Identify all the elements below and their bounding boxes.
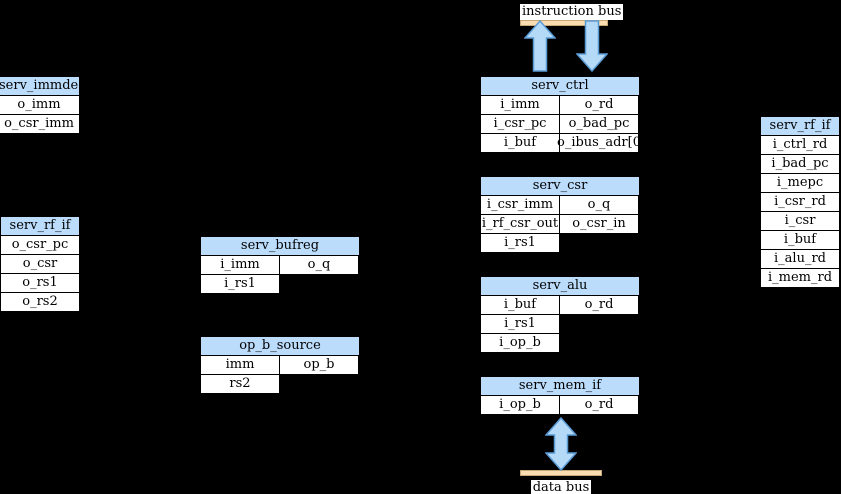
port-row: o_csr_imm: [0, 114, 80, 134]
output-port-serv-ctrl-2[interactable]: o_ibus_adr[0]: [557, 133, 646, 153]
module-title-serv-mem-if: serv_mem_if: [480, 376, 640, 396]
input-port-serv-csr-0[interactable]: i_csr_imm: [480, 195, 560, 215]
port-row: rs2: [200, 374, 360, 394]
bus-label-data-bus: data bus: [530, 480, 592, 494]
port-row: i_op_b: [480, 333, 640, 353]
module-title-serv-alu: serv_alu: [480, 276, 640, 296]
output-port-serv-bufreg-0[interactable]: o_q: [279, 255, 359, 275]
port-row: i_mepc: [760, 173, 840, 193]
port-cell-empty: [279, 274, 359, 294]
port-row: o_rs2: [0, 292, 80, 312]
port-cell-empty: [279, 374, 359, 394]
input-port-serv-alu-1[interactable]: i_rs1: [480, 314, 560, 334]
output-port-serv-ctrl-0[interactable]: o_rd: [559, 95, 639, 115]
input-port-serv-immdec-1[interactable]: o_csr_imm: [0, 114, 80, 134]
input-port-serv-rf-if-right-5[interactable]: i_buf: [760, 230, 840, 250]
port-cell-empty: [559, 333, 639, 353]
input-port-serv-rf-if-left-3[interactable]: o_rs2: [0, 292, 80, 312]
input-port-serv-ctrl-1[interactable]: i_csr_pc: [480, 114, 560, 134]
input-port-serv-rf-if-right-6[interactable]: i_alu_rd: [760, 249, 840, 269]
bus-label-wrap: data bus: [520, 476, 602, 494]
input-port-serv-ctrl-2[interactable]: i_buf: [480, 133, 560, 153]
module-title-serv-ctrl: serv_ctrl: [480, 76, 640, 96]
module-title-serv-bufreg: serv_bufreg: [200, 236, 360, 256]
output-port-serv-alu-0[interactable]: o_rd: [559, 295, 639, 315]
module-title-serv-csr: serv_csr: [480, 176, 640, 196]
input-port-serv-rf-if-right-0[interactable]: i_ctrl_rd: [760, 135, 840, 155]
module-title-serv-rf-if-right: serv_rf_if: [760, 116, 840, 136]
port-row: i_rs1: [480, 314, 640, 334]
output-port-op-b-source-0[interactable]: op_b: [279, 355, 359, 375]
input-port-serv-rf-if-left-1[interactable]: o_csr: [0, 254, 80, 274]
port-row: o_imm: [0, 95, 80, 115]
output-port-serv-mem-if-0[interactable]: o_rd: [559, 395, 639, 415]
port-row: i_ctrl_rd: [760, 135, 840, 155]
bus-bar-instruction-bus: [520, 20, 608, 26]
input-port-serv-ctrl-0[interactable]: i_imm: [480, 95, 560, 115]
module-title-serv-immdec: serv_immdec: [0, 76, 80, 96]
output-port-serv-ctrl-1[interactable]: o_bad_pc: [559, 114, 639, 134]
bus-label-instruction-bus: instruction bus: [520, 4, 624, 20]
port-row: i_rs1: [200, 274, 360, 294]
input-port-op-b-source-0[interactable]: imm: [200, 355, 280, 375]
bus-instruction-bus[interactable]: instruction bus: [520, 0, 624, 26]
port-row: i_csr_rd: [760, 192, 840, 212]
input-port-serv-csr-1[interactable]: i_rf_csr_out: [480, 214, 560, 234]
port-cell-empty: [559, 233, 639, 253]
input-port-serv-rf-if-right-2[interactable]: i_mepc: [760, 173, 840, 193]
data-bus-bidirectional-arrow: [545, 417, 577, 471]
bus-label-wrap: instruction bus: [520, 0, 624, 20]
input-port-serv-csr-2[interactable]: i_rs1: [480, 233, 560, 253]
port-row: o_csr_pc: [0, 235, 80, 255]
port-row: i_bad_pc: [760, 154, 840, 174]
instruction-bus-fetch-arrow: [576, 20, 608, 72]
port-row: i_mem_rd: [760, 268, 840, 288]
output-port-serv-csr-1[interactable]: o_csr_in: [559, 214, 639, 234]
input-port-serv-alu-2[interactable]: i_op_b: [480, 333, 560, 353]
input-port-op-b-source-1[interactable]: rs2: [200, 374, 280, 394]
port-row: i_rs1: [480, 233, 640, 253]
input-port-serv-rf-if-right-1[interactable]: i_bad_pc: [760, 154, 840, 174]
input-port-serv-immdec-0[interactable]: o_imm: [0, 95, 80, 115]
port-row: o_rs1: [0, 273, 80, 293]
port-row: i_csr: [760, 211, 840, 231]
input-port-serv-bufreg-1[interactable]: i_rs1: [200, 274, 280, 294]
input-port-serv-mem-if-0[interactable]: i_op_b: [480, 395, 560, 415]
input-port-serv-rf-if-left-2[interactable]: o_rs1: [0, 273, 80, 293]
instruction-bus-read-arrow: [524, 20, 556, 72]
port-row: i_buf: [760, 230, 840, 250]
port-cell-empty: [559, 314, 639, 334]
module-title-op-b-source: op_b_source: [200, 336, 360, 356]
port-row: o_csr: [0, 254, 80, 274]
input-port-serv-rf-if-right-3[interactable]: i_csr_rd: [760, 192, 840, 212]
input-port-serv-bufreg-0[interactable]: i_imm: [200, 255, 280, 275]
bus-data-bus[interactable]: data bus: [520, 470, 602, 494]
port-row: i_alu_rd: [760, 249, 840, 269]
output-port-serv-csr-0[interactable]: o_q: [559, 195, 639, 215]
input-port-serv-rf-if-right-4[interactable]: i_csr: [760, 211, 840, 231]
module-title-serv-rf-if-left: serv_rf_if: [0, 216, 80, 236]
input-port-serv-rf-if-left-0[interactable]: o_csr_pc: [0, 235, 80, 255]
input-port-serv-rf-if-right-7[interactable]: i_mem_rd: [760, 268, 840, 288]
input-port-serv-alu-0[interactable]: i_buf: [480, 295, 560, 315]
